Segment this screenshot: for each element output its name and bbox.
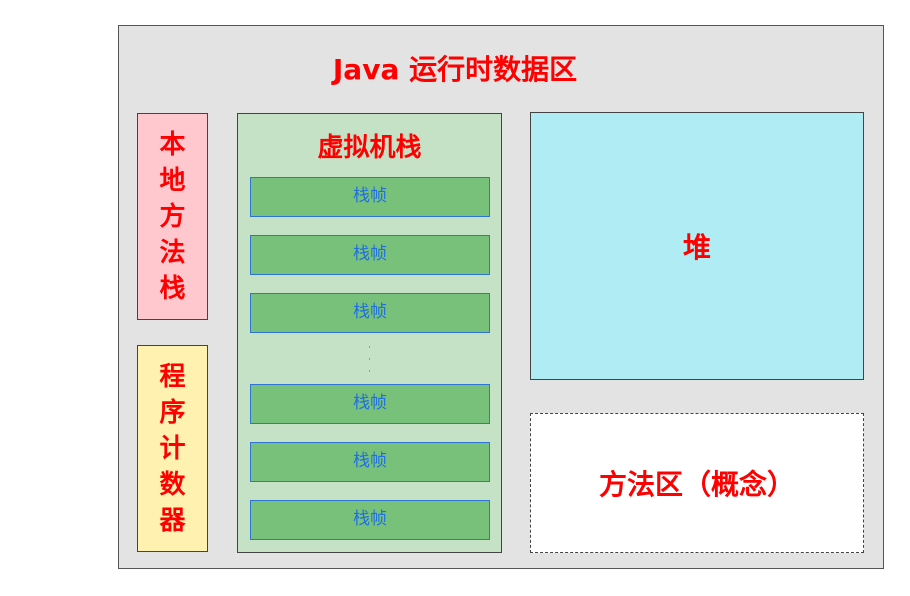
stack-frame: 栈帧 [250, 293, 490, 333]
native-method-stack-char: 本 [159, 129, 186, 160]
vm-stack-title: 虚拟机栈 [317, 133, 422, 163]
stack-frame: 栈帧 [250, 235, 490, 275]
native-method-stack-char: 栈 [159, 273, 186, 304]
native-method-stack-char: 地 [159, 165, 186, 196]
vm-stack: 虚拟机栈 栈帧 栈帧 栈帧 · · · 栈帧 栈帧 栈帧 [237, 113, 502, 553]
diagram-title: Java 运行时数据区 [332, 53, 578, 86]
method-area: 方法区（概念） [530, 413, 864, 553]
program-counter-char: 数 [159, 469, 186, 500]
stack-frame: 栈帧 [250, 442, 490, 482]
stack-frame: 栈帧 [250, 384, 490, 424]
ellipsis-dot: · [368, 355, 371, 365]
ellipsis-dot: · [368, 367, 371, 377]
method-area-label: 方法区（概念） [598, 468, 795, 501]
heap: 堆 [530, 112, 864, 380]
native-method-stack-char: 法 [159, 237, 186, 268]
native-method-stack: 本 地 方 法 栈 [137, 113, 208, 320]
stack-frame: 栈帧 [250, 177, 490, 217]
program-counter-char: 计 [159, 433, 186, 464]
stack-frame-ellipsis: · · · [238, 342, 501, 378]
ellipsis-dot: · [368, 343, 371, 353]
stack-frame: 栈帧 [250, 500, 490, 540]
program-counter-char: 程 [159, 361, 186, 392]
program-counter: 程 序 计 数 器 [137, 345, 208, 552]
heap-label: 堆 [682, 231, 711, 264]
program-counter-char: 序 [159, 397, 186, 428]
native-method-stack-char: 方 [159, 201, 186, 232]
program-counter-char: 器 [159, 505, 186, 536]
